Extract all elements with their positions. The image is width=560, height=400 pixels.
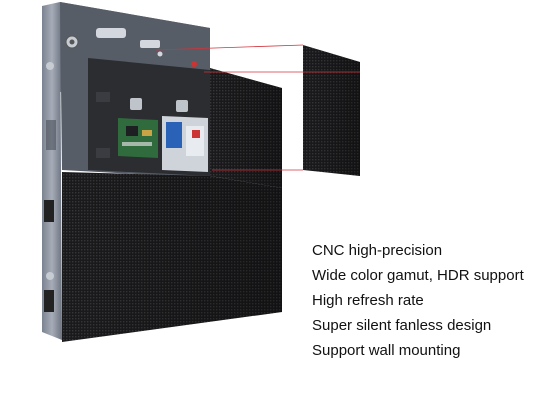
attached-led-module: [210, 68, 282, 188]
cabinet-details: [96, 28, 197, 67]
feature-item: Super silent fanless design: [312, 317, 492, 334]
callout-lines: [155, 44, 360, 171]
front-led-panel: [62, 172, 282, 342]
feature-item: Wide color gamut, HDR support: [312, 267, 524, 284]
feature-item: High refresh rate: [312, 292, 424, 309]
power-supply: [162, 116, 208, 172]
separated-led-module: [303, 45, 360, 176]
receiving-card: [118, 118, 158, 158]
feature-item: Support wall mounting: [312, 342, 461, 359]
feature-list: CNC high-precision Wide color gamut, HDR…: [312, 238, 524, 363]
feature-item: CNC high-precision: [312, 242, 443, 259]
